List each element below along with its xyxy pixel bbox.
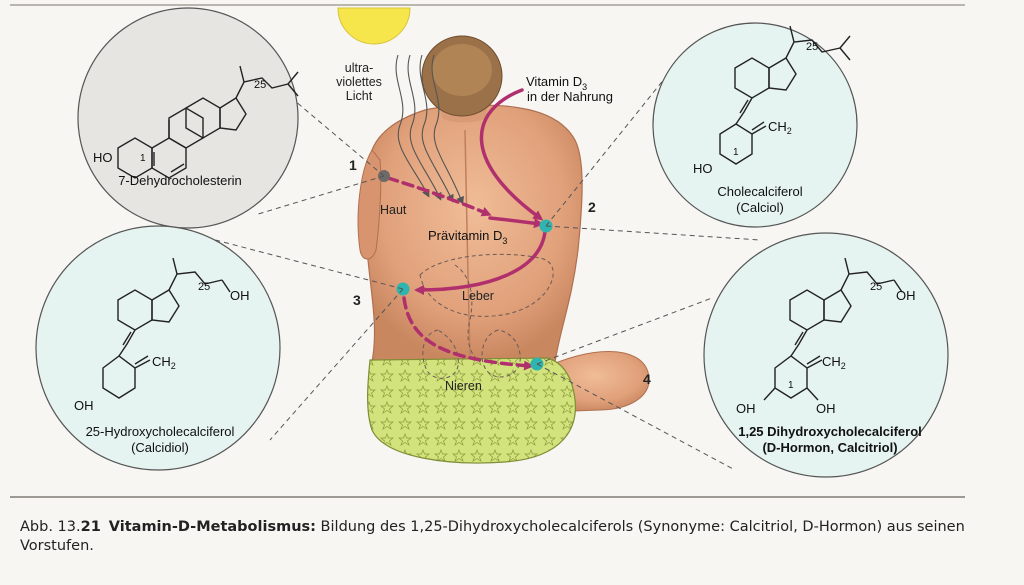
sun-icon	[337, 7, 411, 45]
kidney-right	[481, 329, 521, 378]
step-number-4: 4	[643, 371, 651, 387]
molecule-subname: (Calciol)	[736, 200, 784, 215]
molecule-circle-dihydroxycholecalciferol: 25 OH CH2 1 OH OH 1,25 Dihydroxycholecal…	[703, 232, 949, 478]
svg-text:OH: OH	[896, 288, 916, 303]
svg-text:25: 25	[806, 41, 818, 53]
molecule-name: 25-Hydroxycholecalciferol	[86, 424, 235, 439]
figure-title: Vitamin-D-Metabolismus:	[108, 519, 316, 535]
molecule-name: Cholecalciferol	[717, 184, 802, 199]
body-labels: ultra- violettes Licht Vitamin D3 in der…	[336, 61, 651, 393]
metabolic-arrows	[386, 88, 547, 371]
svg-text:HO: HO	[93, 150, 113, 165]
nieren-label: Nieren	[445, 379, 482, 393]
human-figure	[357, 35, 650, 464]
molecule-subname: (D-Hormon, Calcitriol)	[762, 440, 897, 455]
uv-label-1: ultra-	[345, 61, 373, 75]
top-rule	[10, 4, 965, 6]
food-label-1: Vitamin D3	[526, 74, 587, 92]
molecule-name: 1,25 Dihydroxycholecalciferol	[738, 424, 922, 439]
svg-text:25: 25	[254, 79, 266, 91]
arrow-skin-to-previtamin	[386, 176, 492, 217]
svg-text:OH: OH	[74, 398, 94, 413]
svg-text:1: 1	[733, 147, 739, 158]
svg-text:1: 1	[140, 153, 146, 164]
svg-text:OH: OH	[230, 288, 250, 303]
kidney-left	[422, 329, 459, 379]
molecule-name: 7-Dehydrocholesterin	[118, 173, 242, 188]
step-number-3: 3	[353, 292, 361, 308]
molecule-circle-7-dehydrocholesterin: HO 1 25 7-Dehydrocholesterin	[77, 7, 299, 229]
svg-text:OH: OH	[816, 401, 836, 416]
liver-outline	[419, 253, 554, 317]
arrow-node3-to-node4	[402, 296, 534, 371]
svg-text:CH2: CH2	[822, 354, 846, 371]
figure-text: Bildung des 1,25-Dihydroxycholecalcifero…	[20, 519, 965, 554]
bottom-rule	[10, 496, 965, 498]
molecule-circle-cholecalciferol: HO 1 25 CH2 Cholecalciferol (Calciol)	[652, 22, 858, 228]
svg-text:CH2: CH2	[768, 119, 792, 136]
molecule-subname: (Calcidiol)	[131, 440, 189, 455]
uv-label-2: violettes	[336, 75, 382, 89]
intestine-outline	[454, 264, 481, 363]
svg-text:25: 25	[198, 281, 210, 293]
svg-text:OH: OH	[736, 401, 756, 416]
figure-caption: Abb. 13.21 Vitamin-D-Metabolismus: Bildun…	[20, 518, 980, 556]
figure-number: Abb. 13.21	[20, 519, 101, 535]
uv-rays	[395, 54, 464, 205]
arrow-node2-to-node3	[414, 230, 547, 295]
step-number-1: 1	[349, 157, 357, 173]
svg-text:CH2: CH2	[152, 354, 176, 371]
connector-lines	[199, 77, 761, 471]
praevitamin-label: Prävitamin D3	[428, 228, 507, 246]
arrow-food-to-node2	[479, 88, 544, 221]
svg-text:1: 1	[788, 380, 794, 391]
molecule-circle-25-hydroxycholecalciferol: 25 OH CH2 OH 25-Hydroxycholecalciferol (…	[35, 225, 281, 471]
svg-text:HO: HO	[693, 161, 713, 176]
leber-label: Leber	[462, 289, 494, 303]
step-number-2: 2	[588, 199, 596, 215]
haut-label: Haut	[380, 203, 407, 217]
svg-text:25: 25	[870, 281, 882, 293]
food-label-2: in der Nahrung	[527, 89, 613, 104]
uv-label-3: Licht	[346, 89, 373, 103]
arrow-previtamin-to-node2	[488, 216, 544, 229]
